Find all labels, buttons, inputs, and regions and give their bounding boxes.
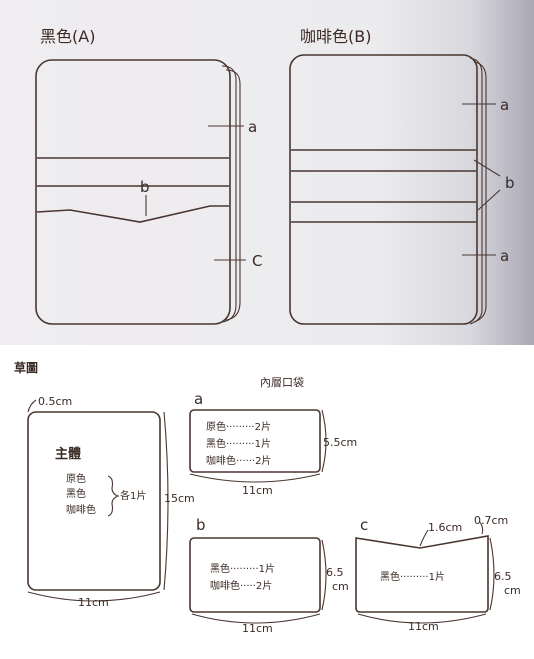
pocket-c-row: 黑色·········1片 [380, 570, 445, 583]
main-body-color-2: 黑色 [66, 487, 86, 500]
pocket-a-row-1: 原色·········2片 [206, 420, 271, 433]
pocket-c-flap: 0.7cm [474, 514, 508, 527]
pocket-a-letter: a [194, 390, 203, 408]
main-body-height: 15cm [164, 492, 195, 505]
pocket-c-notch: 1.6cm [428, 521, 462, 534]
pocket-a-height-arc [321, 409, 327, 473]
main-body-margin: 0.5cm [38, 395, 72, 408]
pocket-b-height-unit: cm [332, 580, 349, 593]
main-body-brace [107, 475, 120, 517]
wallet-a-title: 黑色(A) [40, 27, 95, 46]
main-body-color-3: 咖啡色 [66, 503, 96, 516]
wallet-b-leader-b-2 [477, 189, 501, 211]
wallet-b-body [289, 54, 478, 325]
pocket-b-width-arc [191, 613, 321, 624]
pocket-a-width: 11cm [242, 484, 273, 497]
wallet-a-back-layer [221, 65, 237, 323]
pocket-c-notch-leader [419, 529, 429, 547]
wallet-a-label-b: b [140, 178, 150, 196]
wallet-b-label-a-top: a [500, 96, 509, 114]
wallet-a-body [35, 59, 231, 325]
main-body-width: 11cm [78, 596, 109, 609]
main-body-outline [27, 411, 161, 591]
pocket-a-outline [189, 409, 321, 473]
pocket-c-piece: c 1.6cm 0.7cm 黑色·········1片 6.5 cm 11cm [355, 514, 521, 633]
wallet-b-label-a-bottom: a [500, 247, 509, 265]
main-body-qty: 各1片 [120, 489, 146, 502]
pocket-b-letter: b [196, 516, 206, 534]
pocket-b-height-arc [321, 539, 327, 611]
main-body-width-arc [27, 591, 161, 602]
wallet-b-back-layer [469, 57, 483, 325]
pocket-c-width-arc [357, 613, 487, 624]
wallet-b [289, 54, 501, 325]
pocket-b-row-1: 黑色·········1片 [210, 562, 275, 575]
pocket-b-piece: b 黑色·········1片 咖啡色·····2片 6.5 cm 11cm [189, 516, 349, 635]
pocket-b-width: 11cm [242, 622, 273, 635]
wallet-a-label-c: C [252, 252, 262, 270]
pocket-a-row-2: 黑色·········1片 [206, 437, 271, 450]
main-body-title: 主體 [55, 446, 81, 462]
wallet-a [35, 59, 246, 325]
wallet-a-back-layer-2 [225, 69, 241, 321]
main-body-margin-arrow [27, 399, 37, 413]
pocket-c-width: 11cm [408, 620, 439, 633]
wallet-a-label-a: a [248, 118, 257, 136]
pocket-b-outline [189, 537, 321, 613]
pocket-a-height: 5.5cm [323, 436, 357, 449]
wallet-b-title: 咖啡色(B) [300, 27, 371, 46]
wallet-a-pocket-c-flap [36, 205, 229, 223]
wallet-b-label-b: b [505, 174, 515, 192]
wallet-b-back-layer-2 [473, 61, 487, 323]
pocket-a-piece: a 原色·········2片 黑色·········1片 咖啡色······2… [189, 390, 357, 497]
sketch-heading: 草圖 [14, 360, 38, 375]
main-body-height-arc [163, 411, 169, 591]
inner-pocket-title: 內層口袋 [260, 375, 304, 389]
pocket-c-height-unit: cm [504, 584, 521, 597]
main-body-piece: 0.5cm 主體 原色 黑色 咖啡色 各1片 15cm 11cm [27, 395, 195, 609]
pocket-b-height-num: 6.5 [326, 566, 344, 579]
pocket-c-height-num: 6.5 [494, 570, 512, 583]
pocket-b-row-2: 咖啡色·····2片 [210, 579, 272, 592]
wallet-illustration-panel [0, 0, 534, 345]
pocket-a-width-arc [189, 473, 321, 483]
pocket-c-flap-leader [479, 521, 484, 535]
pocket-c-letter: c [360, 516, 368, 534]
main-body-color-1: 原色 [66, 472, 86, 485]
wallet-b-leader-b-1 [473, 159, 501, 177]
pocket-c-outline [355, 535, 489, 613]
pocket-c-height-arc [489, 537, 495, 611]
pocket-a-row-3: 咖啡色······2片 [206, 454, 271, 467]
